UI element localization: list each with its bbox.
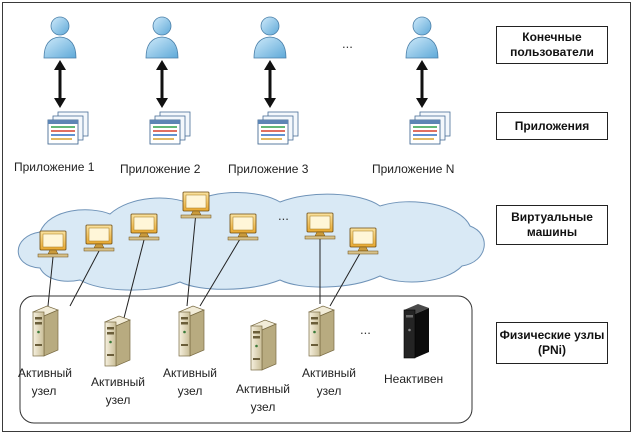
- physical-nodes-container: [19, 295, 473, 424]
- document-stack-icon: [257, 111, 299, 145]
- bidirectional-arrow: [54, 60, 428, 108]
- layer-end-users: Конечные пользователи: [496, 26, 608, 64]
- server-icon: [250, 319, 277, 371]
- layer-applications: Приложения: [496, 112, 608, 140]
- server-icon: [32, 305, 59, 357]
- app-label-1: Приложение 1: [14, 160, 95, 174]
- node-label-active: Активный узел: [18, 366, 72, 398]
- user-icon: [405, 16, 439, 59]
- app-label-n: Приложение N: [372, 162, 455, 176]
- app-label-2: Приложение 2: [120, 162, 201, 176]
- node-label-active: Активный узел: [163, 366, 217, 398]
- app-label-3: Приложение 3: [228, 162, 309, 176]
- nodes-ellipsis: ...: [360, 322, 371, 337]
- layer-physical-nodes: Физические узлы (PNi): [496, 322, 608, 364]
- layer-virtual-machines: Виртуальные машины: [496, 205, 608, 245]
- node-label-active: Активный узел: [91, 375, 145, 407]
- node-label-active: Активный узел: [236, 382, 290, 414]
- users-ellipsis: ...: [342, 36, 353, 51]
- inactive-server-icon: [403, 304, 429, 359]
- diagram-frame: [2, 2, 631, 432]
- node-label-inactive: Неактивен: [384, 372, 444, 386]
- document-stack-icon: [47, 111, 89, 145]
- vm-ellipsis: ...: [278, 208, 289, 223]
- user-icon: [43, 16, 77, 59]
- document-stack-icon: [149, 111, 191, 145]
- server-icon: [104, 315, 131, 367]
- server-icon: [308, 305, 335, 357]
- user-icon: [253, 16, 287, 59]
- server-icon: [178, 305, 205, 357]
- node-label-active: Активный узел: [302, 366, 356, 398]
- document-stack-icon: [409, 111, 451, 145]
- user-icon: [145, 16, 179, 59]
